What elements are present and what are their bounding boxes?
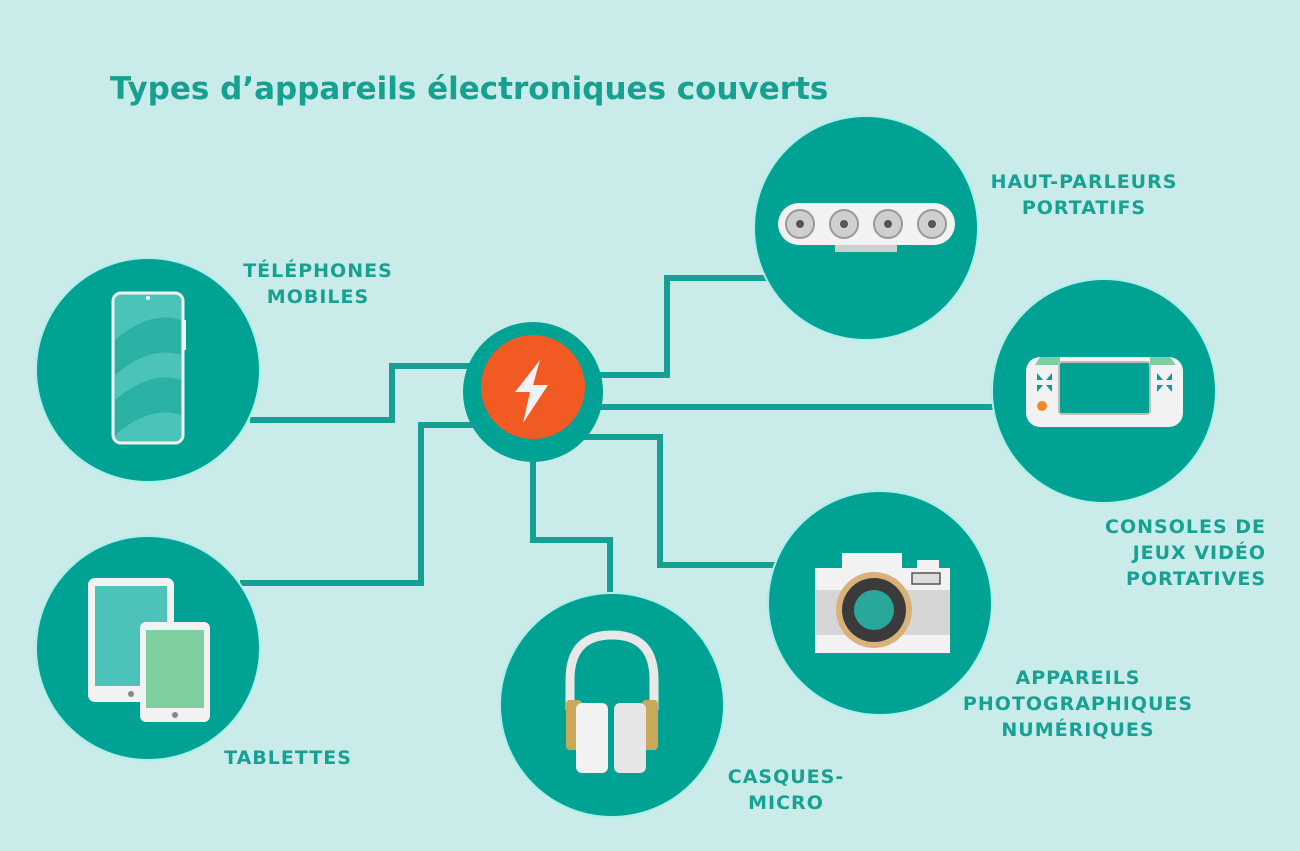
connector-speakers <box>598 275 772 378</box>
label-consoles: CONSOLES DE JEUX VIDÉO PORTATIVES <box>1105 516 1266 590</box>
hub <box>463 322 603 462</box>
svg-text:APPAREILS: APPAREILS <box>1016 667 1141 689</box>
connector-cameras <box>575 434 775 568</box>
page-title: Types d’appareils électroniques couverts <box>110 71 828 107</box>
svg-text:TÉLÉPHONES: TÉLÉPHONES <box>243 259 393 282</box>
label-cameras: APPAREILS PHOTOGRAPHIQUES NUMÉRIQUES <box>963 667 1193 741</box>
svg-text:PORTATIFS: PORTATIFS <box>1022 197 1146 219</box>
connector-tablets <box>240 422 482 586</box>
label-headsets: CASQUES- MICRO <box>728 766 844 814</box>
svg-text:NUMÉRIQUES: NUMÉRIQUES <box>1001 718 1154 741</box>
connector-headsets <box>530 455 613 600</box>
lightning-icon <box>515 360 548 423</box>
camera-icon <box>815 553 950 653</box>
label-speakers: HAUT-PARLEURS PORTATIFS <box>991 171 1178 219</box>
label-tablets: TABLETTES <box>224 747 352 769</box>
node-headsets <box>499 592 725 818</box>
node-cameras <box>767 490 993 716</box>
svg-text:PORTATIVES: PORTATIVES <box>1126 568 1266 590</box>
node-consoles <box>991 278 1217 504</box>
connectors <box>240 275 998 600</box>
tablet-icon <box>88 578 210 722</box>
svg-text:CONSOLES DE: CONSOLES DE <box>1105 516 1266 538</box>
label-phones: TÉLÉPHONES MOBILES <box>243 259 393 308</box>
node-phones <box>35 257 261 483</box>
svg-text:HAUT-PARLEURS: HAUT-PARLEURS <box>991 171 1178 193</box>
game-console-icon <box>1026 357 1183 427</box>
svg-text:MOBILES: MOBILES <box>267 286 369 308</box>
svg-text:CASQUES-: CASQUES- <box>728 766 844 788</box>
speaker-icon <box>778 203 955 252</box>
smartphone-icon <box>111 291 186 445</box>
node-tablets <box>35 535 261 761</box>
svg-text:TABLETTES: TABLETTES <box>224 747 352 769</box>
headphones-icon <box>565 630 659 773</box>
node-speakers <box>753 115 979 341</box>
svg-text:JEUX VIDÉO: JEUX VIDÉO <box>1131 541 1266 564</box>
connector-phones <box>250 363 475 423</box>
svg-text:PHOTOGRAPHIQUES: PHOTOGRAPHIQUES <box>963 693 1193 715</box>
svg-text:MICRO: MICRO <box>748 792 824 814</box>
